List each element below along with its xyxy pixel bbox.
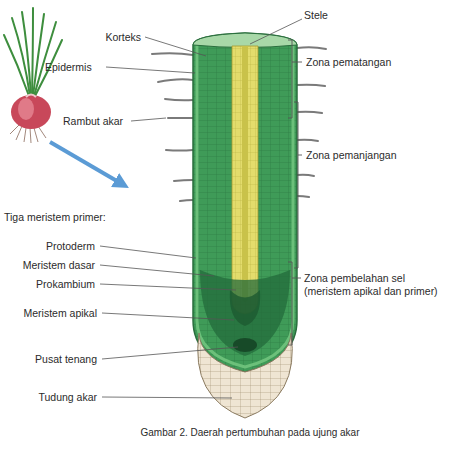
onion-illustration — [4, 8, 62, 143]
part-label: Tudung akar — [38, 391, 97, 404]
part-label: Korteks — [105, 31, 141, 44]
part-label: Stele — [304, 9, 328, 22]
part-label: Rambut akar — [63, 115, 123, 128]
zone-brackets — [288, 40, 302, 345]
root-tip — [193, 33, 297, 418]
part-label: Zona pembelahan sel (meristem apikal dan… — [304, 272, 452, 298]
part-label: Epidermis — [45, 61, 92, 74]
part-label: Meristem apikal — [23, 307, 97, 320]
part-label: Zona pematangan — [306, 56, 391, 69]
part-label: Protoderm — [46, 240, 95, 253]
part-label: Prokambium — [36, 278, 95, 291]
part-label: Pusat tenang — [35, 353, 97, 366]
pointer-arrow — [50, 142, 122, 184]
part-label: Tiga meristem primer: — [4, 211, 106, 224]
part-label: Meristem dasar — [23, 259, 95, 272]
figure-caption: Gambar 2. Daerah pertumbuhan pada ujung … — [140, 426, 359, 439]
part-label: Zona pemanjangan — [306, 149, 397, 162]
leader-lines — [100, 19, 302, 398]
